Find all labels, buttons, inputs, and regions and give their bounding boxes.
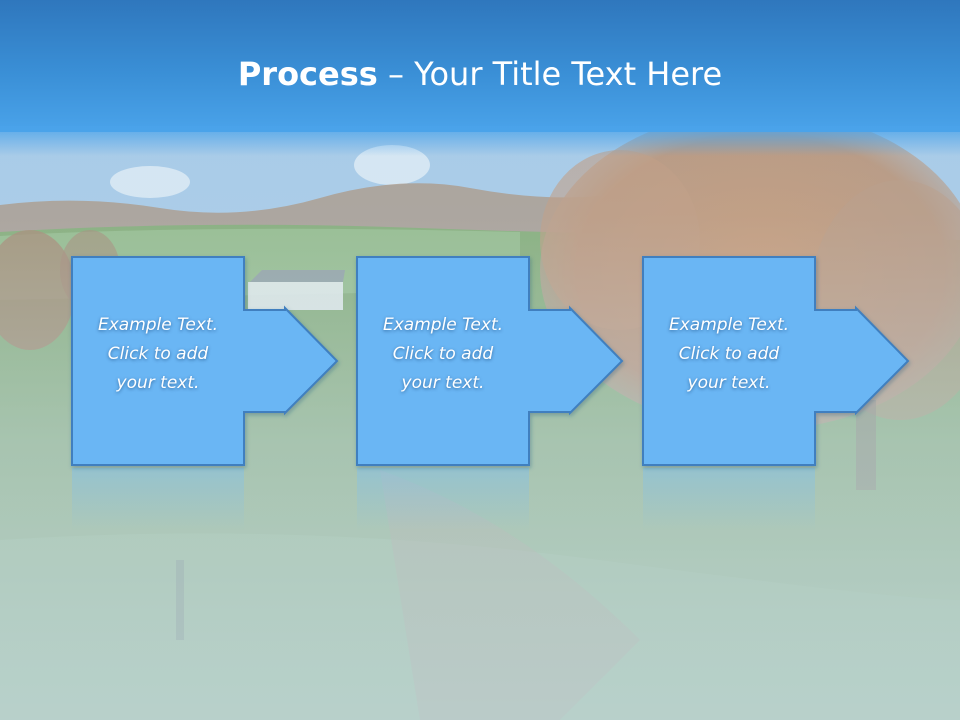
- step-3-text[interactable]: Example Text. Click to add your text.: [644, 311, 814, 398]
- slide-title[interactable]: Process – Your Title Text Here: [0, 52, 960, 96]
- step-3-reflection: [643, 468, 815, 530]
- step-1-arrow-shape[interactable]: [71, 256, 339, 466]
- step-3-line-2: Click to add: [678, 344, 780, 364]
- step-2-line-2: Click to add: [392, 344, 494, 364]
- title-bar-fade: [0, 126, 960, 156]
- step-2-line-3: your text.: [401, 373, 485, 393]
- step-3-arrow-shape[interactable]: [642, 256, 910, 466]
- step-1-reflection: [72, 468, 244, 530]
- step-1-text[interactable]: Example Text. Click to add your text.: [73, 311, 243, 398]
- step-1-line-3: your text.: [116, 373, 200, 393]
- step-2-line-1: Example Text.: [382, 315, 504, 335]
- step-2-arrow-shape[interactable]: [356, 256, 624, 466]
- slide-title-bold: Process: [237, 55, 378, 93]
- step-3-line-1: Example Text.: [668, 315, 790, 335]
- step-1-line-2: Click to add: [107, 344, 209, 364]
- step-2-reflection: [357, 468, 529, 530]
- title-bar: [0, 0, 960, 132]
- slide-title-rest: – Your Title Text Here: [377, 55, 723, 93]
- step-1-line-1: Example Text.: [97, 315, 219, 335]
- step-2-text[interactable]: Example Text. Click to add your text.: [358, 311, 528, 398]
- step-3-line-3: your text.: [687, 373, 771, 393]
